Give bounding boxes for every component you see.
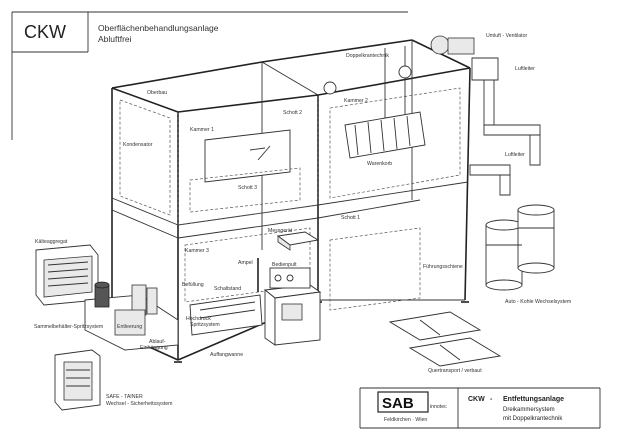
title-block-line1: Entfettungsanlage — [503, 396, 564, 403]
safe-tainer-unit — [54, 349, 101, 411]
label-kammer1: Kammer 1 — [190, 127, 214, 133]
label-bedienpult: Bedienpult — [272, 262, 297, 268]
label-doppelkrantechnik: Doppelkrantechnik — [346, 53, 389, 59]
label-luftleiter-mid: Luftleiter — [505, 152, 525, 158]
label-schott1: Schott 1 — [341, 215, 360, 221]
sab-logo-sub: innotec — [430, 404, 447, 410]
label-kaelteaggregat: Kälteaggregat — [35, 239, 68, 245]
label-entleerung: Entleerung — [117, 324, 142, 330]
title-block-code: CKW — [468, 396, 485, 403]
label-schaltstand: Schaltstand — [214, 286, 241, 292]
carbon-drums — [485, 204, 555, 291]
label-oberbau: Oberbau — [147, 90, 167, 96]
rail-carts — [329, 227, 502, 367]
label-sammelbehaelter: Sammelbehälter-Spritzsystem — [34, 324, 103, 330]
label-kammer3: Kammer 3 — [185, 248, 209, 254]
sab-place: Feldkirchen · Wien — [384, 417, 427, 423]
label-fuehrungsschiene: Führungsschiene — [423, 264, 463, 270]
sab-logo: SAB — [382, 395, 414, 412]
label-ablaufsystem: Ablauf- — [149, 339, 166, 345]
label-ampel: Ampel — [238, 260, 253, 266]
label-spritzsystem: Spritzsystem — [190, 322, 220, 328]
label-messgeraet: Messgerät — [268, 228, 293, 234]
label-umluft-ventilator: Umluft - Ventilator — [486, 33, 527, 39]
label-safe-tainer-sub: Wechsel - Sicherheitssystem — [106, 401, 173, 407]
title-block: SAB innotec Feldkirchen · Wien CKW - Ent… — [359, 387, 601, 429]
title-block-line3: mit Doppelkrantechnik — [503, 416, 563, 422]
title-block-line2: Dreikammersystem — [503, 407, 555, 413]
label-safe-tainer: SAFE - TAINER — [106, 394, 143, 400]
label-hochdruck: Hochdruck — [186, 316, 211, 322]
label-warenkorb: Warenkorb — [367, 161, 392, 167]
label-schott3: Schott 3 — [238, 185, 257, 191]
ventilator-duct — [430, 35, 541, 196]
chiller-unit — [35, 244, 99, 306]
drawing-code: CKW — [24, 22, 66, 42]
label-auto-wechsel: Auto - Kohle Wechselsystem — [505, 299, 571, 305]
chamber-panels — [119, 87, 461, 303]
tank-area — [84, 281, 263, 351]
title-block-dash: - — [490, 396, 493, 403]
drawing-title: Oberflächenbehandlungsanlage — [98, 23, 219, 33]
label-schott2: Schott 2 — [283, 110, 302, 116]
label-kammer2: Kammer 2 — [344, 98, 368, 104]
label-kondensator: Kondensator — [123, 142, 153, 148]
label-querfoerder: Quertransport / verbaut — [428, 368, 482, 374]
label-einhaengung: Einhängung — [140, 345, 168, 351]
component-labels: Umluft - Ventilator Luftleiter Luftleite… — [34, 33, 571, 407]
control-cabinet — [257, 258, 322, 346]
label-befuellung: Befüllung — [182, 282, 204, 288]
drawing-subtitle: Abluftfrei — [98, 34, 132, 44]
label-luftleiter-top: Luftleiter — [515, 66, 535, 72]
warenkorb-basket — [323, 46, 426, 159]
messgeraet-box — [276, 231, 320, 251]
header-box: CKW Oberflächenbehandlungsanlage Abluftf… — [11, 11, 408, 140]
label-auffangwanne: Auffangwanne — [210, 352, 243, 358]
